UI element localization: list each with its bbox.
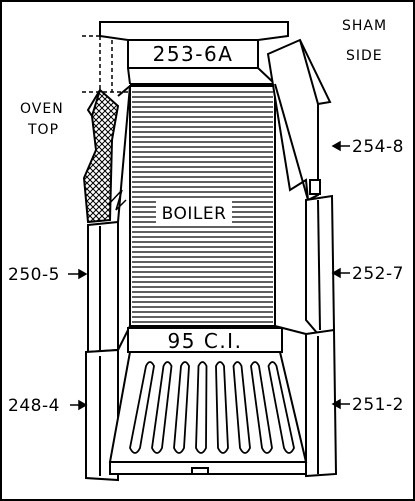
label-253-6a: 253-6A xyxy=(153,42,234,66)
grate-slot xyxy=(250,361,273,454)
front-plate-95-ci xyxy=(127,327,283,353)
grate-slot xyxy=(129,361,155,454)
label-boiler: BOILER xyxy=(162,204,227,224)
label-250-5: 250-5 xyxy=(8,265,60,285)
label-251-2: 251-2 xyxy=(352,395,404,415)
grate-slot xyxy=(267,361,295,454)
grate-slot xyxy=(195,361,208,454)
dashed-guides xyxy=(82,35,128,93)
label-254-8: 254-8 xyxy=(352,137,404,157)
label-oven: OVEN xyxy=(20,101,64,117)
oven-top-part xyxy=(82,88,127,224)
left-wall-panels xyxy=(85,85,131,482)
label-252-7: 252-7 xyxy=(352,264,404,284)
grate-slot xyxy=(151,361,173,454)
label-side: SIDE xyxy=(346,48,383,64)
grate xyxy=(108,351,308,475)
grate-slot xyxy=(215,361,229,454)
label-top: TOP xyxy=(27,122,59,138)
top-plate-253-6a xyxy=(99,21,289,85)
label-248-4: 248-4 xyxy=(8,396,60,416)
label-arrows xyxy=(68,140,350,411)
grate-slot xyxy=(173,361,190,454)
label-sham: SHAM xyxy=(342,18,387,34)
label-95-ci: 95 C.I. xyxy=(168,329,243,353)
boiler-label-bg xyxy=(158,202,230,222)
grate-slot xyxy=(232,361,251,454)
right-wall-panels xyxy=(266,38,338,478)
